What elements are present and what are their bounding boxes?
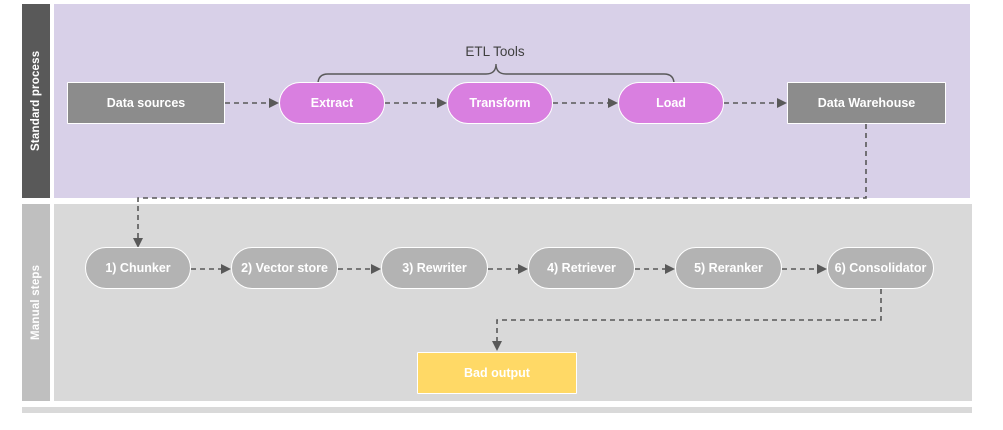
lane-divider (22, 407, 972, 413)
lane-label-manual-steps: Manual steps (22, 204, 50, 401)
node-data-sources[interactable]: Data sources (67, 82, 225, 124)
node-chunker[interactable]: 1) Chunker (85, 247, 191, 289)
node-data-warehouse[interactable]: Data Warehouse (787, 82, 946, 124)
node-transform[interactable]: Transform (447, 82, 553, 124)
node-consolidator[interactable]: 6) Consolidator (827, 247, 934, 289)
node-retriever[interactable]: 4) Retriever (528, 247, 635, 289)
node-rewriter[interactable]: 3) Rewriter (381, 247, 488, 289)
node-bad-output[interactable]: Bad output (417, 352, 577, 394)
node-extract[interactable]: Extract (279, 82, 385, 124)
node-vector-store[interactable]: 2) Vector store (231, 247, 338, 289)
lane-label-standard-process: Standard process (22, 4, 50, 198)
etl-tools-label: ETL Tools (465, 44, 525, 59)
node-load[interactable]: Load (618, 82, 724, 124)
node-reranker[interactable]: 5) Reranker (675, 247, 782, 289)
